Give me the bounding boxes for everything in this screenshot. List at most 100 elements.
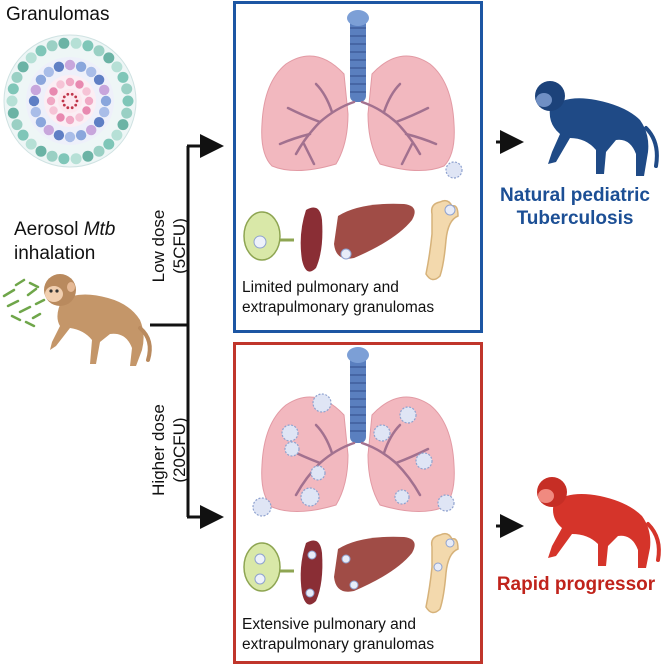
granuloma-cell <box>74 95 78 99</box>
high-dose-panel: Extensive pulmonary and extrapulmonary g… <box>233 342 483 664</box>
granuloma-cell <box>74 103 78 107</box>
granuloma-cell <box>62 95 66 99</box>
granuloma-cell <box>86 66 97 78</box>
high-dose-caption: Extensive pulmonary and extrapulmonary g… <box>242 615 434 655</box>
low-caption-line2: extrapulmonary granulomas <box>242 299 435 316</box>
granuloma-cell <box>17 61 29 73</box>
low-dose-label: Low dose (5CFU) <box>148 196 192 296</box>
granuloma-cell <box>53 61 65 72</box>
granuloma-cell <box>103 138 115 150</box>
liver-icon <box>334 536 415 592</box>
high-caption-line2: extrapulmonary granulomas <box>242 636 435 653</box>
aerosol-prefix: Aerosol <box>14 219 84 240</box>
granuloma-cell <box>7 107 19 119</box>
granuloma-cell <box>75 130 87 141</box>
granuloma-cell <box>75 99 79 103</box>
lymph-node-icon <box>243 542 294 592</box>
granuloma-cell <box>17 129 29 141</box>
granuloma-cell <box>25 138 37 150</box>
granuloma-cell <box>30 84 41 96</box>
granuloma-cell <box>82 106 91 115</box>
granuloma-cell <box>66 92 70 96</box>
high-dose-line2: (20CFU) <box>170 417 189 483</box>
granuloma-cell <box>64 131 76 143</box>
granuloma-cell <box>82 87 91 96</box>
granuloma-cell <box>99 84 110 96</box>
outcome-blue-line2: Tuberculosis <box>516 208 634 229</box>
granuloma-cell <box>93 74 105 85</box>
granuloma-cell <box>25 52 37 64</box>
mtb-label: Mtb <box>83 219 116 240</box>
granuloma-cell <box>43 124 54 136</box>
lungs-icon <box>252 347 455 517</box>
granuloma-cell <box>49 87 58 96</box>
aerosol-inhalation-label: Aerosol Mtb inhalation <box>14 218 115 266</box>
granuloma-cell <box>58 153 70 165</box>
lungs-icon <box>261 10 463 179</box>
low-dose-line2: (5CFU) <box>170 218 189 274</box>
granuloma-cell <box>70 153 82 165</box>
granuloma-cell <box>35 117 47 128</box>
spleen-icon <box>300 540 323 605</box>
granuloma-cell <box>93 117 105 128</box>
granuloma-cell <box>6 95 18 107</box>
granuloma-cell <box>56 113 65 122</box>
granuloma-cell <box>62 103 66 107</box>
granuloma-cell <box>64 59 76 71</box>
low-dose-line1: Low dose <box>149 209 168 283</box>
granuloma-cell <box>11 71 23 83</box>
granuloma-cell <box>46 40 58 52</box>
granuloma-cell <box>70 37 82 49</box>
granuloma-cell <box>46 96 56 106</box>
outcome-rapid-progressor: Rapid progressor <box>496 574 656 595</box>
granuloma-cell <box>121 107 133 119</box>
outcome-blue-line1: Natural pediatric <box>500 185 650 206</box>
granuloma-cell <box>70 106 74 110</box>
granuloma-cell <box>35 74 47 85</box>
granuloma-cell <box>93 45 105 57</box>
granuloma-cell <box>30 106 41 118</box>
granuloma-cell <box>122 95 134 107</box>
granuloma-cell <box>86 124 97 136</box>
lymph-node-icon <box>243 211 294 261</box>
granuloma-cell <box>53 130 65 141</box>
granuloma-cell <box>75 113 84 122</box>
granuloma-cell <box>117 119 129 131</box>
bone-icon <box>425 199 459 281</box>
granuloma-cell <box>99 106 110 118</box>
low-caption-line1: Limited pulmonary and <box>242 279 399 296</box>
granuloma-cell <box>93 145 105 157</box>
granuloma-cell <box>35 145 47 157</box>
high-dose-line1: Higher dose <box>149 404 168 496</box>
granuloma-cell <box>61 99 65 103</box>
granuloma-cell <box>75 61 87 72</box>
granuloma-cell <box>65 115 75 125</box>
high-dose-organs <box>243 347 459 614</box>
liver-icon <box>334 203 415 260</box>
granuloma-cell <box>70 92 74 96</box>
granuloma-cell <box>28 95 40 107</box>
granuloma-cell <box>82 40 94 52</box>
granuloma-cell <box>100 95 112 107</box>
high-dose-label: Higher dose (20CFU) <box>148 392 192 508</box>
inhalation-label: inhalation <box>14 243 96 264</box>
granuloma-cell <box>121 83 133 95</box>
high-caption-line1: Extensive pulmonary and <box>242 616 417 633</box>
low-dose-organs <box>243 10 463 281</box>
granuloma-cell <box>111 61 123 73</box>
granuloma-cell <box>11 119 23 131</box>
granuloma-cell <box>35 45 47 57</box>
granuloma-cell <box>84 96 94 106</box>
granuloma-cell <box>56 80 65 89</box>
granuloma-cell <box>75 80 84 89</box>
granuloma-cell <box>117 71 129 83</box>
granuloma-cell <box>111 129 123 141</box>
granuloma-cell <box>46 150 58 162</box>
granuloma-cell <box>82 150 94 162</box>
granuloma-cell <box>103 52 115 64</box>
granuloma-cell <box>49 106 58 115</box>
granuloma-cell <box>43 66 54 78</box>
bone-icon <box>425 532 459 614</box>
granulomas-title: Granulomas <box>6 4 110 25</box>
granuloma-cell <box>65 77 75 87</box>
